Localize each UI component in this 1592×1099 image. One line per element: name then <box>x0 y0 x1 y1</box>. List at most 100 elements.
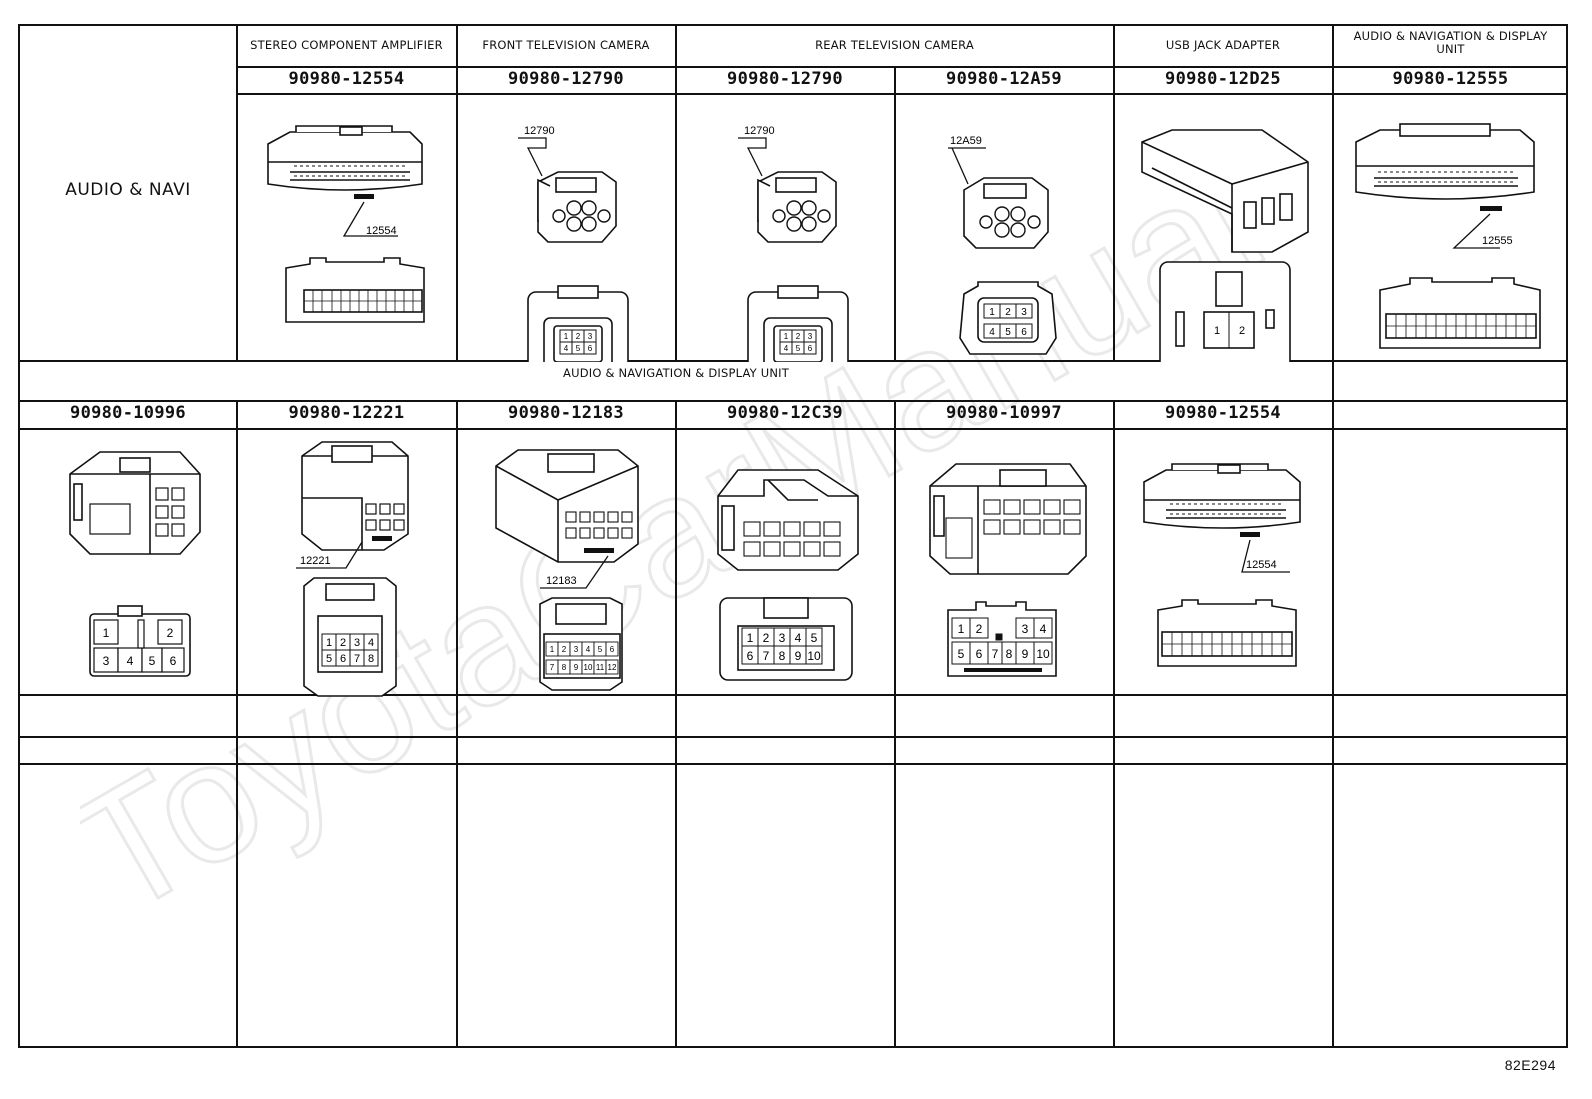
svg-text:4: 4 <box>989 327 995 338</box>
svg-text:2: 2 <box>1005 307 1011 318</box>
callout-label: 12554 <box>1246 559 1277 571</box>
svg-text:4: 4 <box>586 645 591 654</box>
svg-text:11: 11 <box>596 663 605 672</box>
svg-text:6: 6 <box>808 344 813 353</box>
svg-text:2: 2 <box>167 626 174 640</box>
svg-text:5: 5 <box>958 647 965 661</box>
svg-text:7: 7 <box>550 663 555 672</box>
svg-text:9: 9 <box>1022 647 1029 661</box>
svg-text:9: 9 <box>795 649 802 663</box>
part-number: 90980-12183 <box>508 403 624 423</box>
svg-text:2: 2 <box>562 645 567 654</box>
part-number: 90980-12790 <box>727 69 843 89</box>
svg-text:10: 10 <box>584 663 593 672</box>
svg-text:4: 4 <box>127 654 134 668</box>
callout-label: 12183 <box>546 575 577 587</box>
callout-label: 12554 <box>366 225 397 237</box>
header-stereo-component-amplifier: STEREO COMPONENT AMPLIFIER <box>250 38 443 52</box>
svg-text:1: 1 <box>747 631 754 645</box>
svg-text:10: 10 <box>807 649 821 663</box>
section-label: AUDIO & NAVI <box>65 180 191 200</box>
callout-label: 12790 <box>744 125 775 137</box>
svg-text:6: 6 <box>588 344 593 353</box>
part-number: 90980-12554 <box>1165 403 1281 423</box>
svg-text:3: 3 <box>574 645 579 654</box>
part-number: 90980-12A59 <box>946 69 1062 89</box>
part-number: 90980-10996 <box>70 403 186 423</box>
svg-text:4: 4 <box>564 344 569 353</box>
svg-text:1: 1 <box>958 622 965 636</box>
part-number: 90980-12554 <box>288 69 405 89</box>
header-rear-television-camera: REAR TELEVISION CAMERA <box>815 38 974 52</box>
svg-text:1: 1 <box>564 332 569 341</box>
svg-text:3: 3 <box>354 637 360 649</box>
svg-text:5: 5 <box>598 645 603 654</box>
svg-text:3: 3 <box>1021 307 1027 318</box>
part-number: 90980-10997 <box>946 403 1062 423</box>
svg-text:1: 1 <box>1214 325 1220 337</box>
svg-text:1: 1 <box>103 626 110 640</box>
connector-illustration-12554-row2: 12554 <box>1138 460 1308 690</box>
svg-text:10: 10 <box>1036 647 1050 661</box>
drawing-code: 82E294 <box>1504 1057 1556 1073</box>
svg-text:3: 3 <box>808 332 813 341</box>
svg-text:12: 12 <box>608 663 617 672</box>
svg-text:5: 5 <box>811 631 818 645</box>
svg-text:2: 2 <box>763 631 770 645</box>
svg-text:3: 3 <box>103 654 110 668</box>
svg-text:2: 2 <box>576 332 581 341</box>
svg-text:6: 6 <box>747 649 754 663</box>
svg-text:1: 1 <box>326 637 332 649</box>
svg-text:5: 5 <box>796 344 801 353</box>
svg-text:9: 9 <box>574 663 579 672</box>
connector-table: AUDIO & NAVI STEREO COMPONENT AMPLIFIER … <box>18 24 1568 1048</box>
svg-text:7: 7 <box>763 649 770 663</box>
svg-text:6: 6 <box>170 654 177 668</box>
connector-illustration-12554: 12554 <box>260 122 430 352</box>
svg-text:1: 1 <box>784 332 789 341</box>
svg-text:5: 5 <box>576 344 581 353</box>
part-number: 90980-12C39 <box>727 403 843 423</box>
svg-text:3: 3 <box>588 332 593 341</box>
svg-text:1: 1 <box>550 645 555 654</box>
header-front-television-camera: FRONT TELEVISION CAMERA <box>482 38 650 52</box>
svg-text:2: 2 <box>796 332 801 341</box>
svg-text:6: 6 <box>976 647 983 661</box>
callout-label: 12790 <box>524 125 555 137</box>
svg-text:2: 2 <box>1239 325 1245 337</box>
svg-text:8: 8 <box>368 653 374 665</box>
part-number: 90980-12D25 <box>1165 69 1281 89</box>
svg-text:4: 4 <box>368 637 374 649</box>
svg-text:6: 6 <box>610 645 615 654</box>
svg-text:5: 5 <box>1005 327 1011 338</box>
part-number: 90980-12555 <box>1392 69 1509 89</box>
svg-text:6: 6 <box>340 653 346 665</box>
svg-text:6: 6 <box>1021 327 1027 338</box>
svg-text:3: 3 <box>1022 622 1029 636</box>
svg-text:8: 8 <box>1006 647 1013 661</box>
svg-text:2: 2 <box>976 622 983 636</box>
header-audio-navigation-display-unit: AUDIO & NAVIGATION & DISPLAY UNIT <box>1353 29 1548 56</box>
callout-label: 12A59 <box>950 135 982 147</box>
svg-text:8: 8 <box>562 663 567 672</box>
svg-text:4: 4 <box>1040 622 1047 636</box>
callout-label: 12555 <box>1482 235 1513 247</box>
header-usb-jack-adapter: USB JACK ADAPTER <box>1165 38 1281 52</box>
svg-text:4: 4 <box>784 344 789 353</box>
svg-text:1: 1 <box>989 307 995 318</box>
callout-label: 12221 <box>300 555 331 567</box>
svg-text:5: 5 <box>326 653 332 665</box>
svg-text:7: 7 <box>992 647 999 661</box>
header-audio-navigation-display-unit-row2: AUDIO & NAVIGATION & DISPLAY UNIT <box>563 366 789 380</box>
svg-text:3: 3 <box>779 631 786 645</box>
svg-text:7: 7 <box>354 653 360 665</box>
svg-text:2: 2 <box>340 637 346 649</box>
